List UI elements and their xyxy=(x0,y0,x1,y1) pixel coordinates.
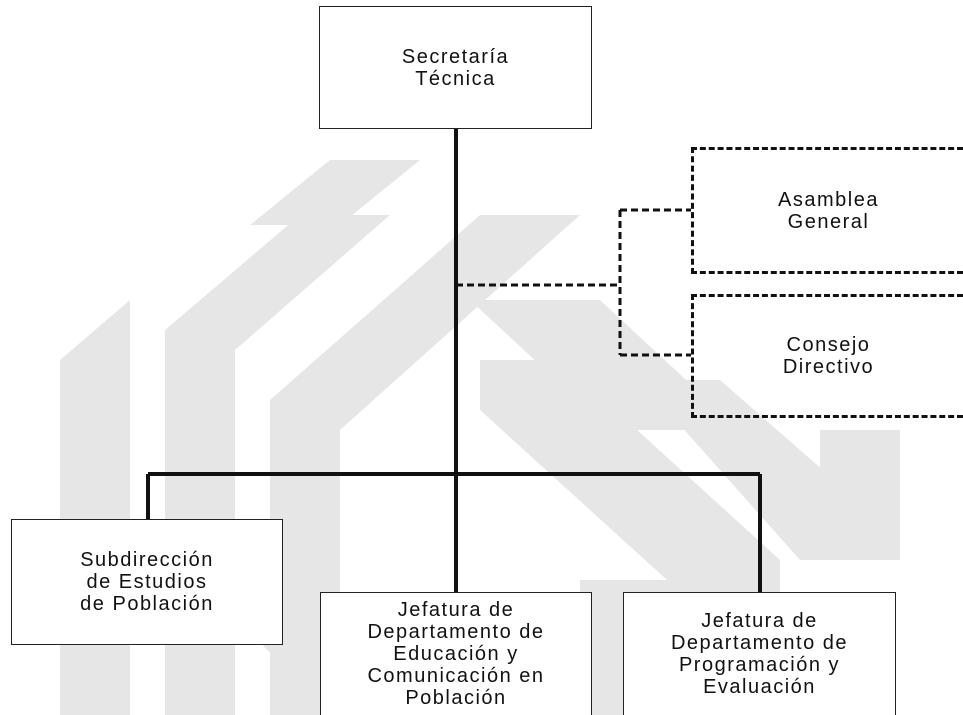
node-label: Subdirección de Estudios de Población xyxy=(80,549,214,615)
node-secretaria-tecnica: Secretaría Técnica xyxy=(319,6,592,129)
node-consejo-directivo: Consejo Directivo xyxy=(691,294,963,418)
node-jefatura-educacion: Jefatura de Departamento de Educación y … xyxy=(320,592,592,715)
watermark-stripe xyxy=(480,360,780,610)
node-asamblea-general: Asamblea General xyxy=(691,147,963,274)
watermark-stripe xyxy=(250,160,420,225)
node-jefatura-programacion: Jefatura de Departamento de Programación… xyxy=(623,592,896,715)
node-label: Asamblea General xyxy=(778,188,879,233)
watermark-stripe xyxy=(270,215,580,715)
watermark-stripe xyxy=(820,430,900,560)
node-label: Jefatura de Departamento de Programación… xyxy=(670,610,849,698)
node-label: Secretaría Técnica xyxy=(401,45,510,90)
node-label: Jefatura de Departamento de Educación y … xyxy=(367,599,545,709)
node-label: Consejo Directivo xyxy=(782,334,875,378)
node-subdireccion-estudios: Subdirección de Estudios de Población xyxy=(11,519,283,645)
